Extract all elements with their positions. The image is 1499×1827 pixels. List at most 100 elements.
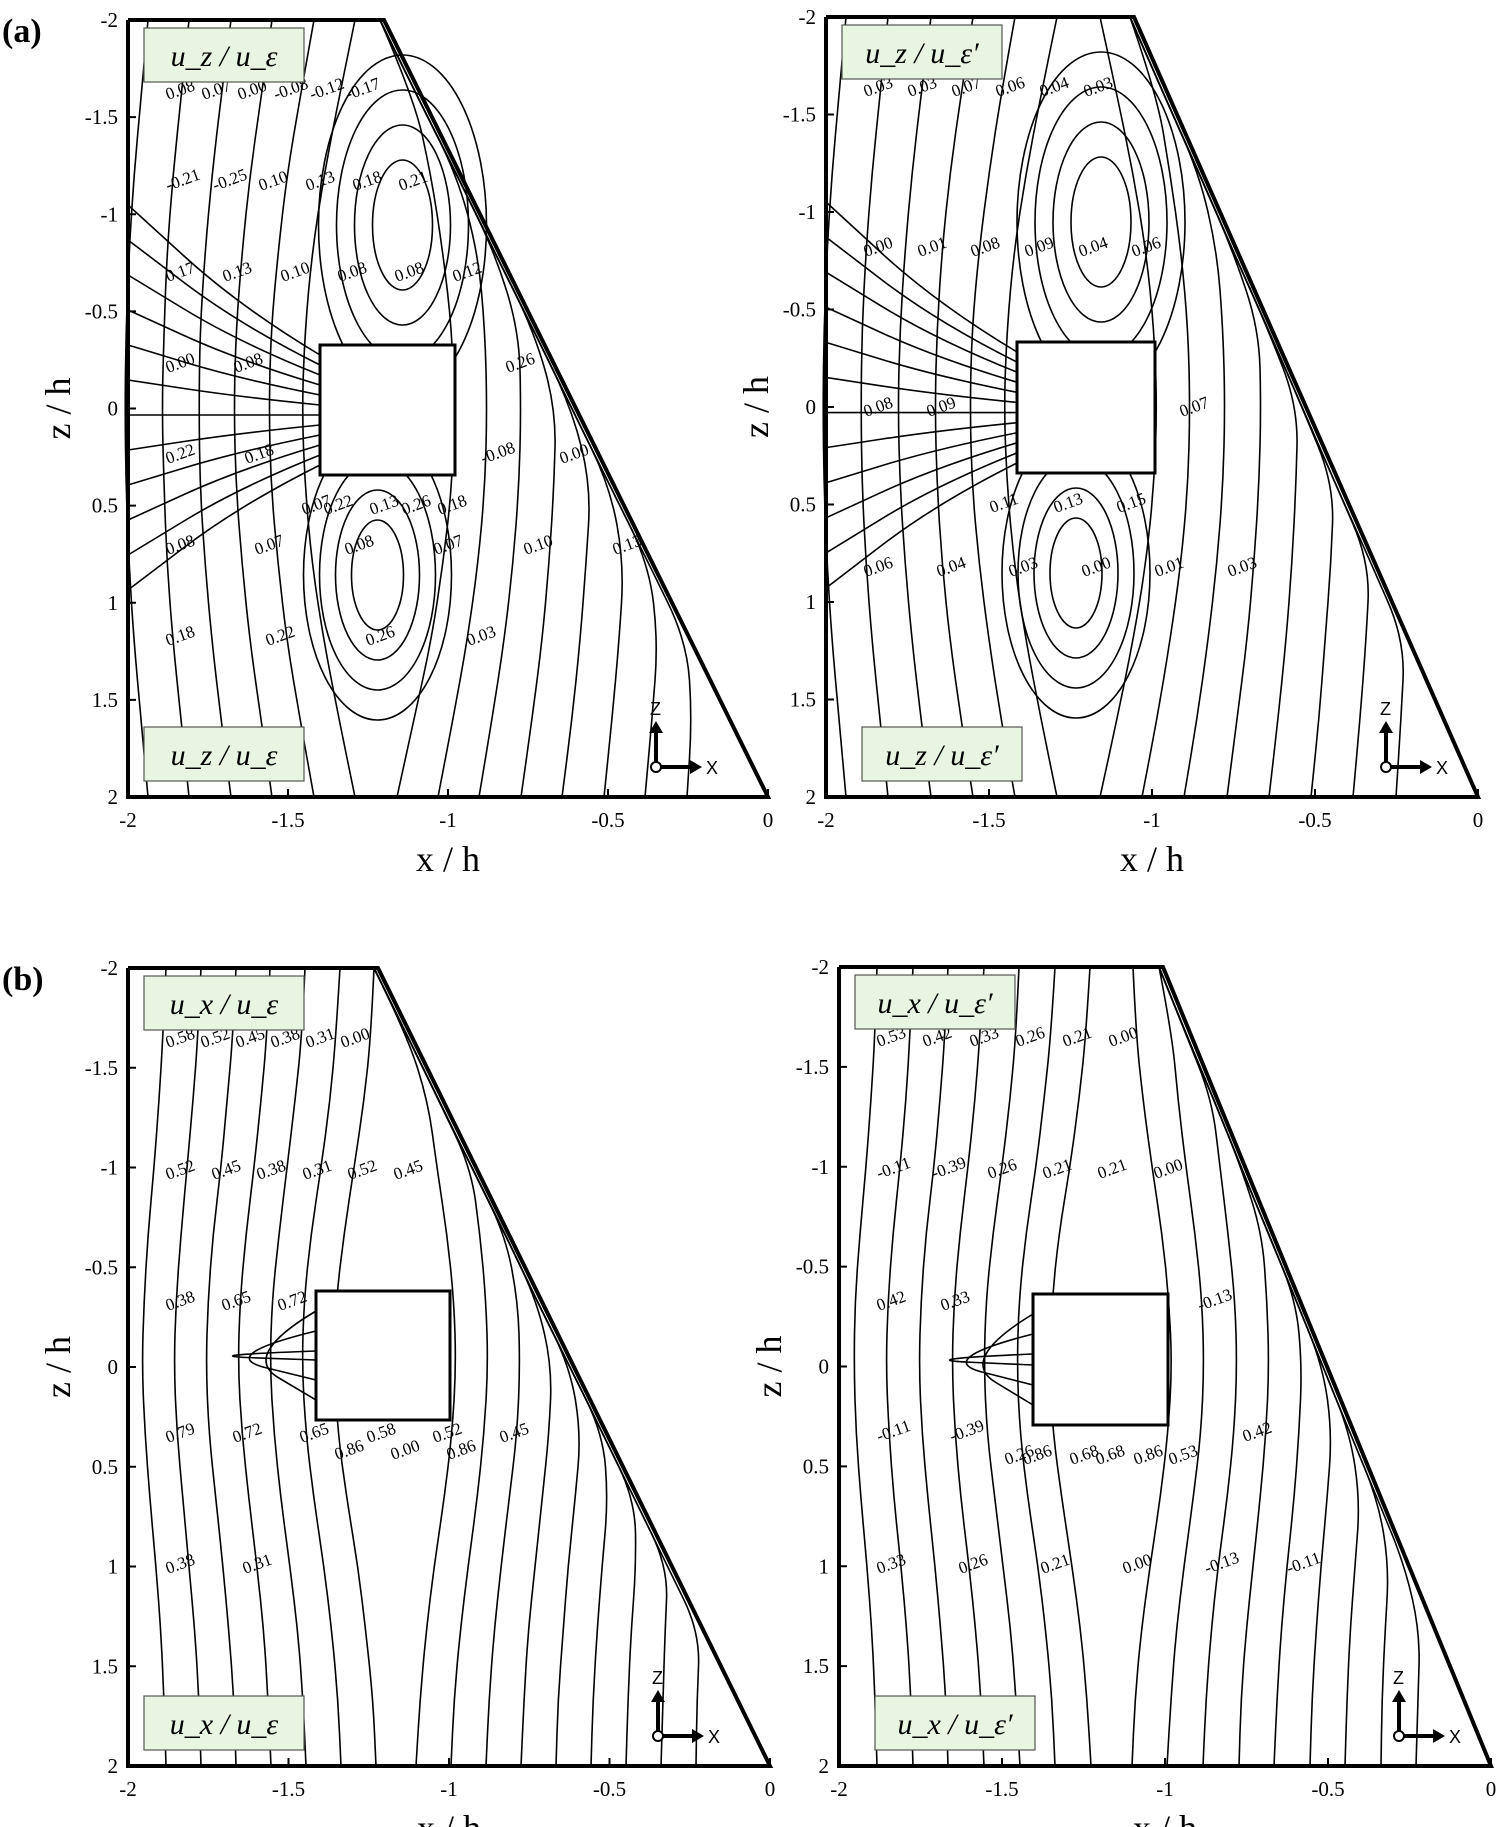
- y-tick-label: 1: [806, 590, 817, 614]
- contour-loop: [1049, 517, 1103, 629]
- variable-label-box: [854, 974, 1016, 1030]
- variable-label-box: [874, 1695, 1036, 1751]
- contour-line: [1016, 966, 1056, 1767]
- y-tick-label: 0.5: [92, 1455, 118, 1479]
- y-tick-label: 1.5: [92, 1654, 118, 1678]
- contour-loop: [265, 1310, 317, 1401]
- contour-loop: [371, 159, 434, 291]
- contour-line: [268, 19, 315, 798]
- contour-value-label: 0.26: [985, 1155, 1019, 1183]
- x-tick-label: -1: [439, 808, 457, 832]
- contour-value-label: 0.01: [915, 233, 949, 261]
- variable-label-box: [143, 27, 305, 83]
- contour-value-label: 0.01: [1152, 553, 1186, 581]
- contour-line: [853, 966, 878, 1767]
- contour-loop: [982, 1313, 1034, 1406]
- contour-line: [379, 19, 692, 798]
- contour-value-label: 0.21: [1060, 1023, 1094, 1051]
- contour-value-label: 0.18: [350, 167, 384, 195]
- contour-line: [127, 274, 321, 376]
- x-tick-label: -2: [119, 1777, 137, 1801]
- x-axis-label: x / h: [416, 839, 480, 879]
- contour-value-label: 0.00: [861, 233, 895, 261]
- contour-value-label: 0.17: [163, 258, 198, 286]
- contour-value-label: 0.03: [1225, 553, 1259, 581]
- contour-value-label: 0.00: [163, 349, 197, 377]
- y-tick-label: -0.5: [796, 1255, 829, 1279]
- contour-loop: [231, 1350, 317, 1361]
- y-tick-label: -2: [799, 5, 817, 29]
- contour-line: [969, 16, 1016, 798]
- contour-value-label: 0.65: [297, 1419, 331, 1447]
- contour-line: [1158, 966, 1302, 1767]
- contour-loop: [965, 1333, 1034, 1386]
- contour-line: [373, 967, 457, 1767]
- contour-line: [127, 344, 321, 396]
- contour-loop: [1070, 156, 1132, 288]
- x-tick-label: -1: [440, 1777, 458, 1801]
- y-tick-label: -0.5: [85, 299, 118, 323]
- y-tick-label: 1.5: [92, 688, 118, 712]
- x-tick-label: -2: [119, 808, 137, 832]
- contour-value-label: 0.45: [497, 1419, 531, 1447]
- x-axis-label: x / h: [1133, 1808, 1197, 1827]
- contour-value-label: 0.21: [1040, 1155, 1074, 1183]
- y-tick-label: -1: [812, 1155, 830, 1179]
- contour-loop: [1034, 86, 1168, 358]
- contour-line: [825, 271, 1018, 373]
- contour-line: [825, 306, 1018, 384]
- contour-value-label: 0.68: [1093, 1441, 1127, 1469]
- origin-dot: [1380, 761, 1392, 773]
- contour-value-label: 0.04: [1037, 73, 1072, 101]
- x-axis-label: x / h: [417, 1808, 481, 1827]
- contour-line: [127, 204, 321, 356]
- contour-loop: [334, 489, 421, 661]
- z-axis-letter: Z: [652, 1668, 663, 1688]
- contour-line: [127, 424, 321, 451]
- x-arrowhead: [692, 1729, 704, 1743]
- y-tick-label: -2: [812, 955, 830, 979]
- origin-dot: [650, 761, 662, 773]
- contour-line: [124, 19, 149, 798]
- contour-line: [127, 454, 321, 556]
- y-tick-label: 0: [108, 397, 119, 421]
- contour-value-label: 0.07: [252, 531, 287, 559]
- variable-label-box: [143, 975, 305, 1031]
- contour-value-label: 0.04: [934, 553, 969, 581]
- contour-line: [1158, 966, 1420, 1767]
- contour-line: [127, 444, 321, 521]
- y-tick-label: -1.5: [85, 105, 118, 129]
- contour-value-label: 0.42: [874, 1287, 908, 1315]
- contour-line: [825, 341, 1018, 394]
- contour-loop: [353, 124, 452, 326]
- y-tick-label: -1: [101, 202, 119, 226]
- contour-value-label: 0.08: [392, 258, 426, 286]
- contour-value-label: 0.45: [391, 1156, 425, 1184]
- contour-value-label: 0.00: [557, 440, 591, 468]
- contour-value-label: 0.00: [388, 1436, 422, 1464]
- x-tick-label: -0.5: [591, 808, 624, 832]
- contour-line: [127, 239, 321, 366]
- x-arrowhead: [690, 760, 702, 774]
- y-tick-label: -1.5: [783, 103, 816, 127]
- origin-dot: [652, 1730, 664, 1742]
- contour-value-label: 0.65: [219, 1287, 253, 1315]
- y-tick-label: 1.5: [790, 688, 816, 712]
- contour-line: [825, 442, 1018, 519]
- contour-line: [825, 201, 1018, 353]
- contour-value-label: 0.21: [396, 167, 430, 195]
- contour-value-label: 0.07: [431, 531, 466, 559]
- contour-line: [897, 16, 932, 798]
- contour-line: [825, 452, 1018, 554]
- contour-line: [205, 967, 237, 1767]
- x-tick-label: -0.5: [1311, 1777, 1344, 1801]
- contour-line: [127, 434, 321, 486]
- contour-lines: [853, 966, 1420, 1767]
- contour-value-label: 0.12: [450, 258, 484, 286]
- x-arrowhead: [1433, 1729, 1445, 1743]
- contour-value-label: 0.86: [332, 1436, 366, 1464]
- contour-value-label: 0.53: [1166, 1441, 1200, 1469]
